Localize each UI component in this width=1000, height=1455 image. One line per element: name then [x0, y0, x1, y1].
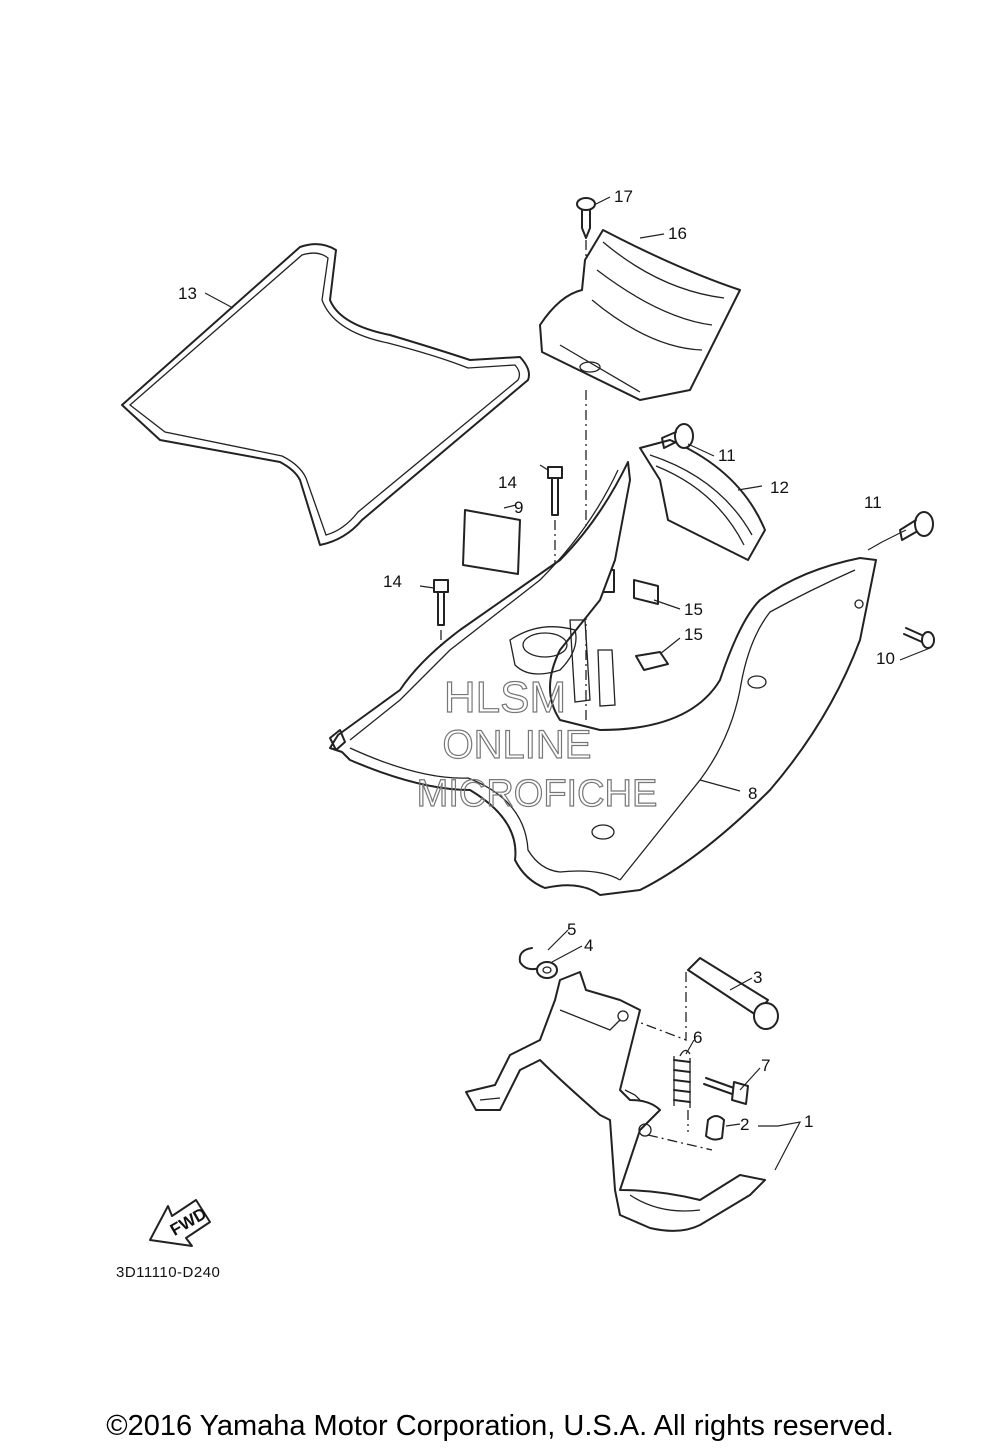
screw-part-10	[903, 627, 935, 649]
nut-part-15-lower	[635, 651, 669, 671]
callout-7: 7	[761, 1056, 770, 1075]
leader-lines	[204, 196, 931, 1171]
diagram-code: 3D11110-D240	[116, 1264, 221, 1281]
callout-11-upper: 11	[718, 446, 736, 465]
callout-3: 3	[753, 968, 762, 987]
callout-17: 17	[614, 187, 633, 206]
copyright-notice: ©2016 Yamaha Motor Corporation, U.S.A. A…	[106, 1410, 894, 1442]
clip-part-11-right	[899, 511, 934, 541]
callout-4: 4	[584, 936, 593, 955]
callout-11-right: 11	[864, 493, 882, 512]
callout-15-upper: 15	[684, 600, 703, 619]
callout-15-lower: 15	[684, 625, 703, 644]
circlip-part-5	[518, 947, 541, 971]
callout-8: 8	[748, 784, 757, 803]
callout-labels: 17 16 13 11 11 12 14 14 9 15 15 10 8 5 4…	[178, 187, 895, 1134]
main-stand-part-1	[465, 971, 766, 1232]
washer-part-4	[536, 961, 558, 979]
callout-14-left: 14	[383, 572, 402, 591]
callout-2: 2	[740, 1115, 749, 1134]
callout-6: 6	[693, 1028, 702, 1047]
cover-part-16	[539, 229, 741, 401]
watermark-line-1: HLSM	[444, 673, 566, 722]
callout-5: 5	[567, 920, 576, 939]
callout-13: 13	[178, 284, 197, 303]
callout-9: 9	[514, 498, 523, 517]
watermark-line-2: ONLINE	[443, 723, 592, 767]
callout-12: 12	[770, 478, 789, 497]
pin-part-3	[627, 957, 779, 1041]
watermark-line-3: MICROFICHE	[417, 773, 658, 815]
callout-16: 16	[668, 224, 687, 243]
callout-14-upper: 14	[498, 473, 517, 492]
clip-part-11-upper	[661, 423, 694, 449]
fwd-direction-icon: FWD	[149, 1199, 211, 1247]
floor-mat-part-13	[121, 243, 530, 546]
callout-10: 10	[876, 649, 895, 668]
spring-part-6	[673, 1049, 691, 1132]
watermark: HLSM ONLINE MICROFICHE	[416, 672, 658, 815]
floor-board-part-8	[329, 461, 877, 896]
pad-part-9	[462, 509, 521, 575]
cap-part-2	[705, 1115, 725, 1141]
callout-1: 1	[804, 1112, 813, 1131]
bolt-part-7	[703, 1077, 749, 1105]
bracket-part-12	[639, 439, 766, 561]
